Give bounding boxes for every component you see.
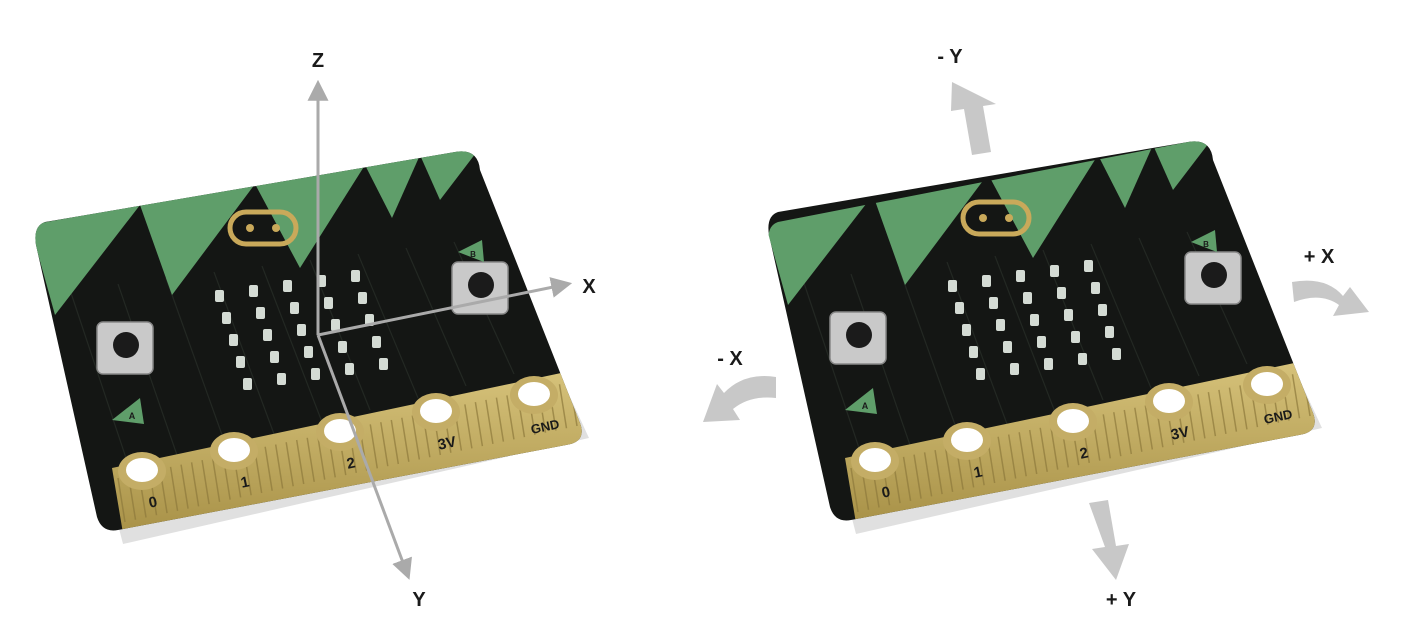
led xyxy=(351,270,360,282)
led xyxy=(243,378,252,390)
led xyxy=(324,297,333,309)
led xyxy=(277,373,286,385)
led xyxy=(304,346,313,358)
logo-eye xyxy=(1005,214,1013,222)
led xyxy=(263,329,272,341)
neg-y-label: - Y xyxy=(937,46,963,68)
pos-y-arrow xyxy=(1089,500,1129,580)
led xyxy=(1078,353,1087,365)
led xyxy=(1064,309,1073,321)
pos-y-label: + Y xyxy=(1106,589,1137,611)
pin-hole xyxy=(1057,409,1089,433)
z-axis-label: Z xyxy=(312,50,324,72)
button-b-label: B xyxy=(470,250,476,259)
led xyxy=(969,346,978,358)
button-a-cap xyxy=(113,332,139,358)
button-b-cap xyxy=(1201,262,1227,288)
led xyxy=(1112,348,1121,360)
led xyxy=(955,302,964,314)
y-axis-label: Y xyxy=(412,589,426,611)
pin-hole xyxy=(420,399,452,423)
led xyxy=(1003,341,1012,353)
neg-x-rotate-arrow xyxy=(703,376,776,422)
button-a-label: A xyxy=(129,411,136,421)
led xyxy=(962,324,971,336)
logo-eye xyxy=(246,224,254,232)
neg-x-label: - X xyxy=(717,348,743,370)
button-a-cap xyxy=(846,322,872,348)
led xyxy=(1084,260,1093,272)
logo-eye xyxy=(979,214,987,222)
led xyxy=(1023,292,1032,304)
pos-x-rotate-arrow xyxy=(1292,281,1369,316)
pos-x-label: + X xyxy=(1304,246,1335,268)
led xyxy=(249,285,258,297)
button-b-label: B xyxy=(1203,240,1209,249)
led xyxy=(256,307,265,319)
led xyxy=(1050,265,1059,277)
pin-hole xyxy=(1153,389,1185,413)
led xyxy=(996,319,1005,331)
led xyxy=(1098,304,1107,316)
led xyxy=(270,351,279,363)
led xyxy=(982,275,991,287)
led xyxy=(338,341,347,353)
led xyxy=(331,319,340,331)
led xyxy=(215,290,224,302)
led xyxy=(290,302,299,314)
microbit-board-right: 0123VGNDAB xyxy=(763,135,1333,535)
led xyxy=(379,358,388,370)
pin-hole xyxy=(951,428,983,452)
led xyxy=(1030,314,1039,326)
led xyxy=(1016,270,1025,282)
led xyxy=(1105,326,1114,338)
led xyxy=(1091,282,1100,294)
led xyxy=(345,363,354,375)
neg-y-arrow xyxy=(951,82,996,155)
led xyxy=(948,280,957,292)
button-a-label: A xyxy=(862,401,869,411)
pin-hole xyxy=(218,438,250,462)
logo-eye xyxy=(272,224,280,232)
led xyxy=(283,280,292,292)
led xyxy=(989,297,998,309)
led xyxy=(1071,331,1080,343)
x-axis-label: X xyxy=(582,276,596,298)
led xyxy=(229,334,238,346)
led xyxy=(358,292,367,304)
led xyxy=(236,356,245,368)
button-b-cap xyxy=(468,272,494,298)
led xyxy=(311,368,320,380)
led xyxy=(1010,363,1019,375)
led xyxy=(372,336,381,348)
pin-hole xyxy=(1251,372,1283,396)
pin-hole xyxy=(518,382,550,406)
pin-hole xyxy=(859,448,891,472)
pin-hole xyxy=(126,458,158,482)
led xyxy=(1057,287,1066,299)
microbit-board-left: 0123VGNDAB xyxy=(30,145,600,545)
led xyxy=(297,324,306,336)
led xyxy=(1044,358,1053,370)
led xyxy=(976,368,985,380)
led xyxy=(222,312,231,324)
led xyxy=(1037,336,1046,348)
